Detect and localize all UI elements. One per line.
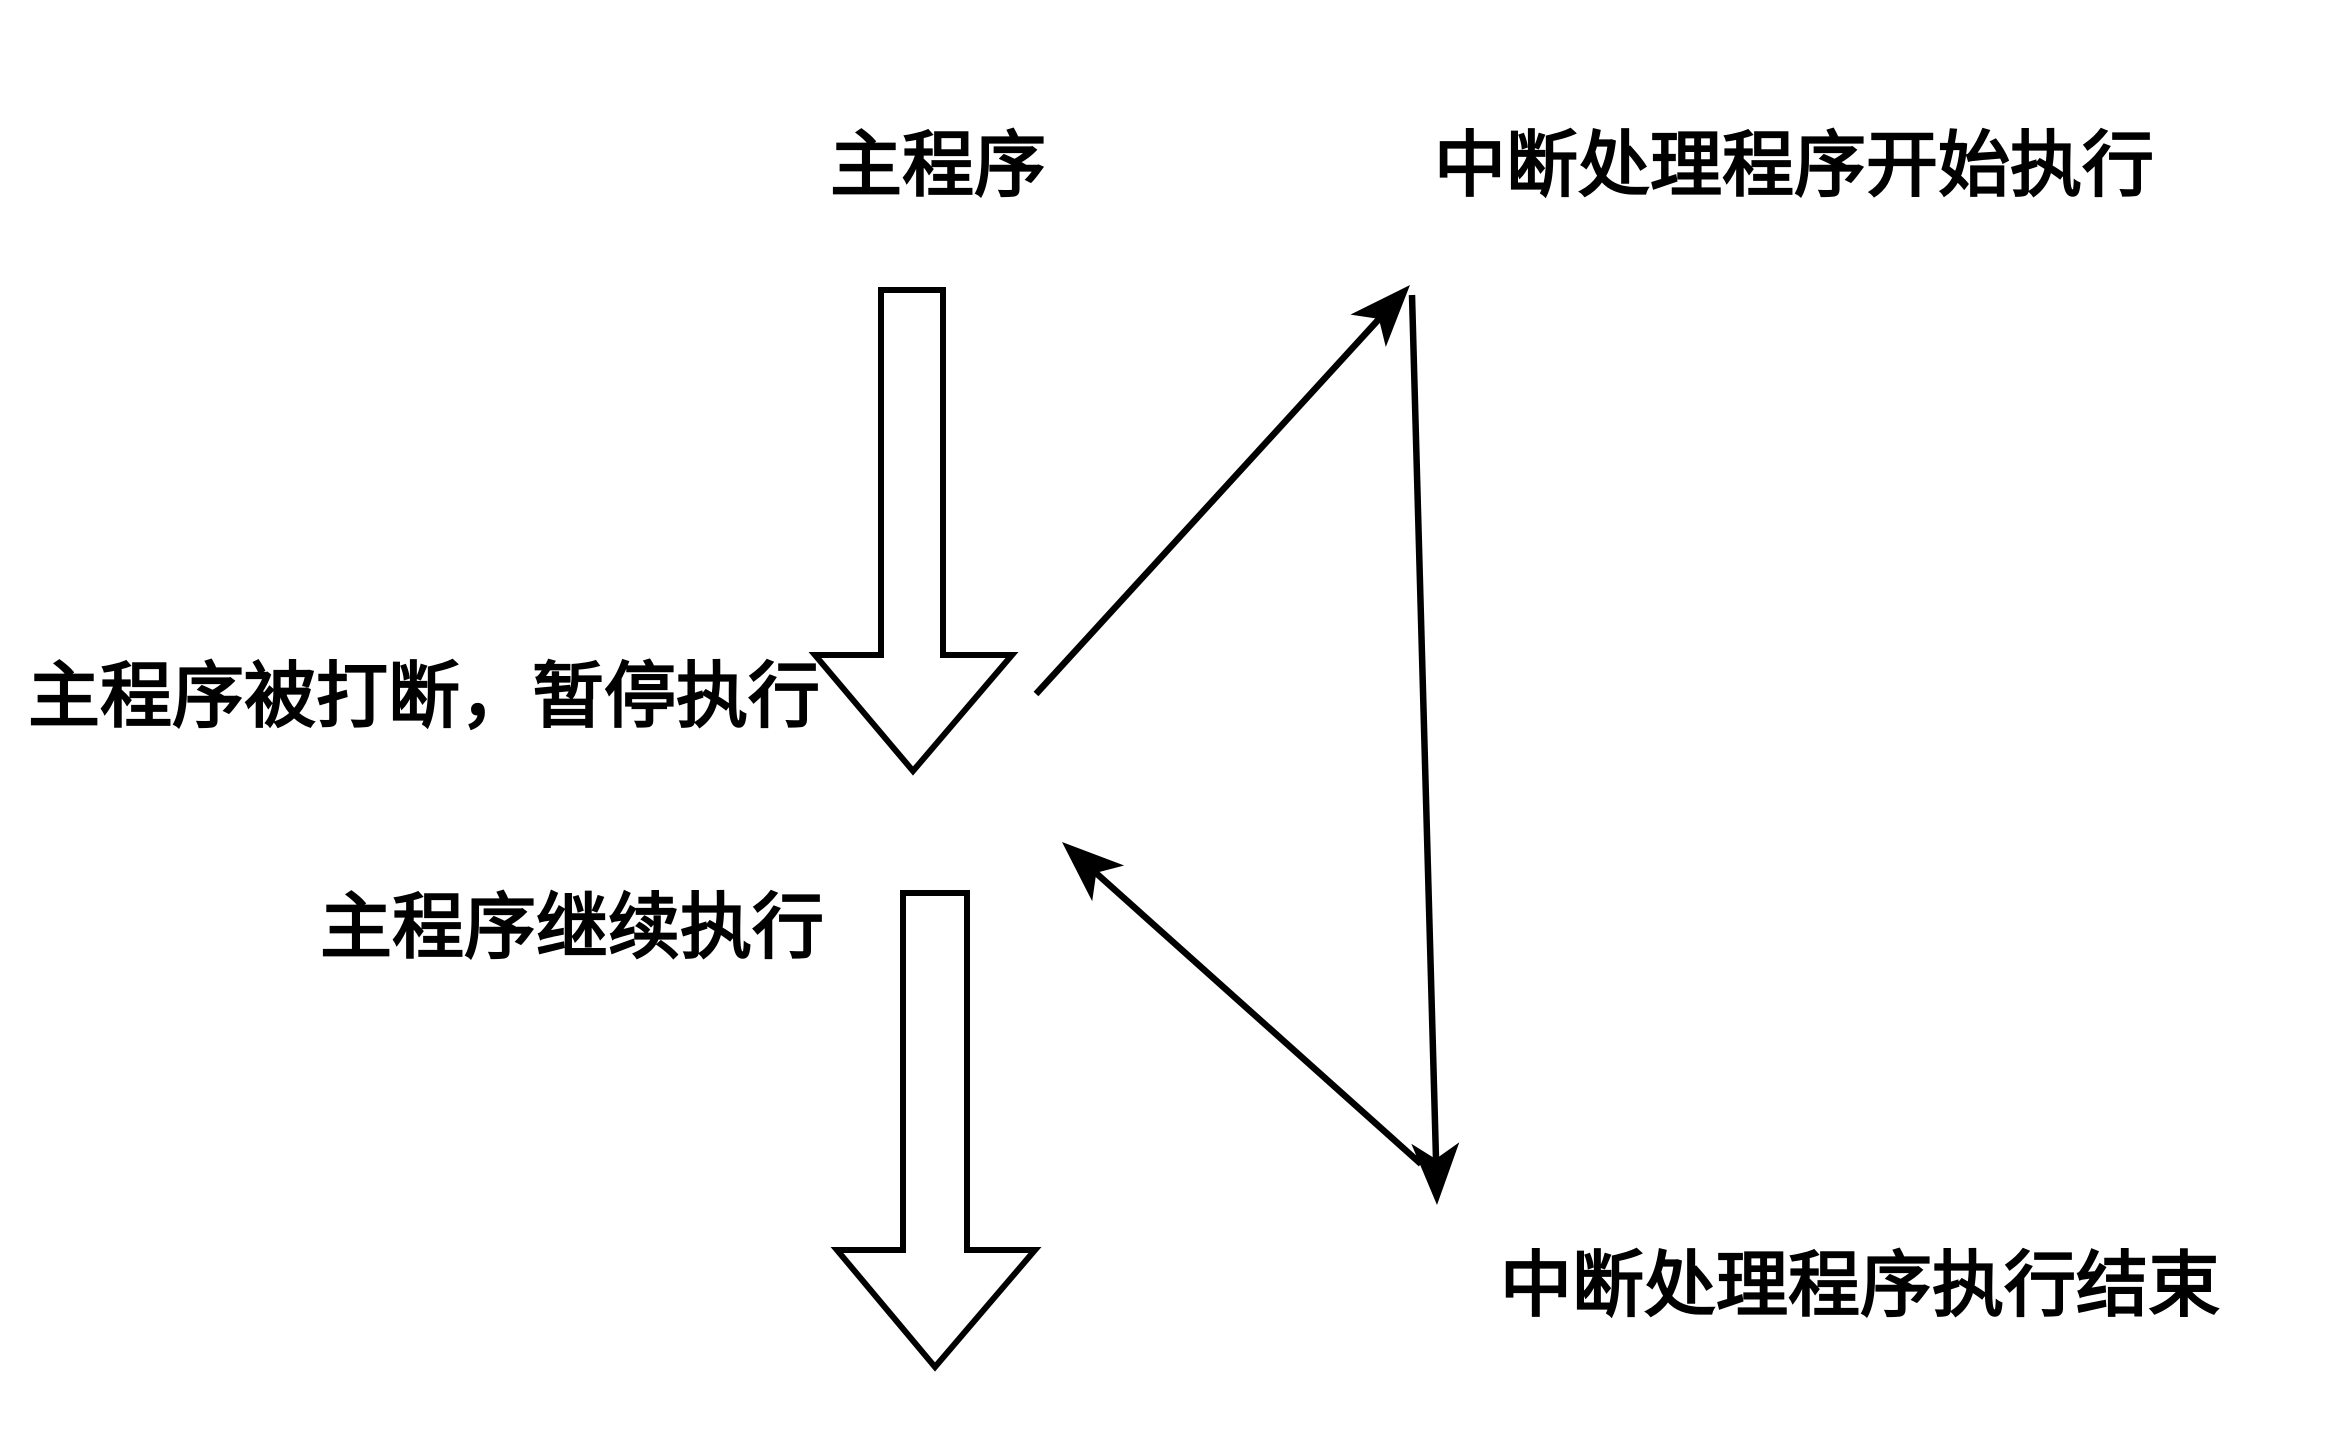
label-interrupt-handler-end: 中断处理程序执行结束 bbox=[1500, 1246, 2221, 1326]
isr-execution-arrow bbox=[1408, 294, 1460, 1205]
interrupt-return-arrow-line bbox=[1093, 870, 1424, 1167]
interrupt-return-arrowhead-icon bbox=[1062, 842, 1125, 902]
isr-execution-arrow-line bbox=[1408, 294, 1440, 1160]
label-main-program-interrupted: 主程序被打断，暂停执行 bbox=[28, 657, 821, 737]
interrupt-return-arrow bbox=[1062, 842, 1424, 1167]
interrupt-jump-arrowhead-icon bbox=[1350, 285, 1410, 347]
label-main-program-resumes: 主程序继续执行 bbox=[320, 888, 825, 968]
interrupt-jump-arrow bbox=[1033, 285, 1410, 697]
label-main-program: 主程序 bbox=[830, 126, 1047, 206]
isr-execution-arrowhead-icon bbox=[1411, 1142, 1460, 1205]
label-interrupt-handler-start: 中断处理程序开始执行 bbox=[1434, 126, 2155, 206]
main-flow-block-arrow-top bbox=[808, 287, 1019, 776]
main-flow-block-arrow-bottom bbox=[830, 890, 1042, 1372]
interrupt-jump-arrow-line bbox=[1033, 316, 1382, 697]
